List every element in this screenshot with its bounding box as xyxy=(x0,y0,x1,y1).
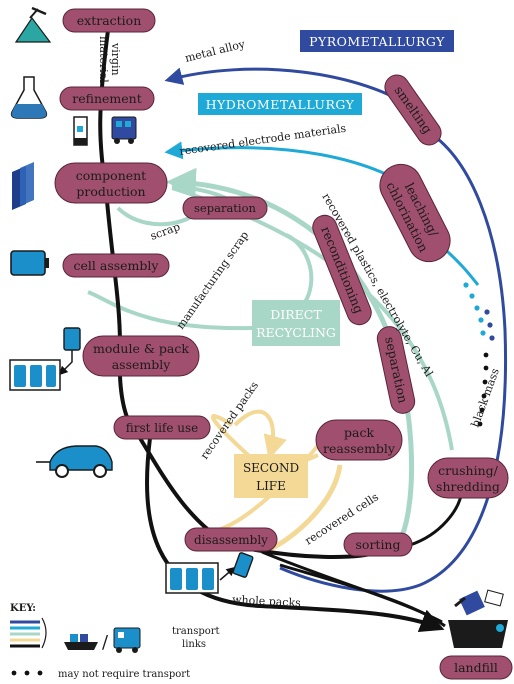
key-transport-label: transport xyxy=(172,626,220,637)
virgin-material-label: material xyxy=(97,36,110,83)
svg-text:DIRECT: DIRECT xyxy=(270,307,322,322)
direct-flow-line xyxy=(171,186,454,451)
svg-text:pack: pack xyxy=(344,425,374,440)
second-life-banner: SECOND LIFE xyxy=(234,454,308,498)
plant-icon xyxy=(73,116,88,146)
disassembly-pill[interactable]: disassembly xyxy=(184,527,278,552)
battery-pack-icon xyxy=(9,327,81,391)
landfill-icon xyxy=(448,589,508,648)
module-pack-assembly-pill[interactable]: module & pack assembly xyxy=(82,335,200,377)
svg-text:crushing/: crushing/ xyxy=(438,463,499,478)
svg-text:first life use: first life use xyxy=(126,421,199,435)
direct-recycling-banner: DIRECT RECYCLING xyxy=(252,300,340,346)
virgin-material-label: virgin xyxy=(109,42,122,76)
battery-pack-icon xyxy=(165,552,254,594)
svg-text:shredding: shredding xyxy=(436,479,500,494)
landfill-link-line xyxy=(279,563,446,628)
crushing-shredding-pill[interactable]: crushing/ shredding xyxy=(427,457,509,499)
svg-text:module & pack: module & pack xyxy=(93,341,189,356)
metal-alloy-label: metal alloy xyxy=(184,37,247,65)
first-life-use-pill[interactable]: first life use xyxy=(113,415,211,440)
svg-text:sorting: sorting xyxy=(356,537,401,552)
key-slash: / xyxy=(102,632,109,653)
separation-pill[interactable]: separation xyxy=(182,196,268,220)
hydrometallurgy-banner: HYDROMETALLURGY xyxy=(198,93,362,115)
sorting-pill[interactable]: sorting xyxy=(343,532,413,557)
svg-text:cell assembly: cell assembly xyxy=(74,258,160,273)
whole-packs-label: whole packs xyxy=(232,593,302,610)
svg-text:PYROMETALLURGY: PYROMETALLURGY xyxy=(309,34,445,49)
svg-text:assembly: assembly xyxy=(112,357,172,372)
key-dots xyxy=(11,670,43,676)
svg-text:SECOND: SECOND xyxy=(243,461,299,475)
truck-icon xyxy=(111,116,137,144)
manufacturing-scrap-line xyxy=(87,233,314,331)
key-line-swatches xyxy=(10,617,47,649)
second-life-flow-line xyxy=(263,464,343,555)
cell-assembly-pill[interactable]: cell assembly xyxy=(62,253,170,278)
svg-text:reassembly: reassembly xyxy=(323,441,396,456)
black-mass-dots xyxy=(477,352,489,427)
svg-text:disassembly: disassembly xyxy=(194,533,268,547)
component-production-pill[interactable]: component production xyxy=(54,162,168,204)
recovered-packs-line xyxy=(233,409,287,460)
pyrometallurgy-banner: PYROMETALLURGY xyxy=(300,30,454,52)
landfill-pill[interactable]: landfill xyxy=(439,655,513,680)
svg-text:LIFE: LIFE xyxy=(256,479,286,493)
truck-icon xyxy=(113,627,141,653)
svg-text:landfill: landfill xyxy=(454,660,498,675)
black-mass-label: black mass xyxy=(469,366,502,429)
svg-text:separation: separation xyxy=(194,201,257,215)
svg-text:HYDROMETALLURGY: HYDROMETALLURGY xyxy=(206,97,355,112)
key-title: KEY: xyxy=(10,603,36,614)
leaching-chlorination-pill[interactable]: leaching/ chlorination xyxy=(373,157,458,269)
svg-text:refinement: refinement xyxy=(72,91,141,106)
recovered-electrode-label: recovered electrode materials xyxy=(179,122,348,158)
pyro-dots xyxy=(484,309,495,341)
svg-text:production: production xyxy=(76,184,145,199)
manufacturing-scrap-label: manufacturing scrap xyxy=(174,229,251,332)
hydro-dots xyxy=(463,282,486,336)
battery-icon xyxy=(10,250,49,276)
electric-car-icon xyxy=(36,445,113,478)
pack-reassembly-pill[interactable]: pack reassembly xyxy=(315,419,403,461)
mine-icon xyxy=(14,6,52,43)
smelting-pill[interactable]: smelting xyxy=(380,70,446,149)
ship-icon xyxy=(64,634,98,650)
cell-panel-icon xyxy=(12,162,34,210)
svg-text:RECYCLING: RECYCLING xyxy=(256,325,336,340)
key-transport-label: links xyxy=(182,639,206,650)
svg-text:extraction: extraction xyxy=(77,13,142,28)
first-life-to-landfill-line xyxy=(145,437,445,633)
svg-text:component: component xyxy=(76,168,146,183)
extraction-pill[interactable]: extraction xyxy=(62,8,156,33)
flask-icon xyxy=(10,76,48,119)
key-no-transport-label: may not require transport xyxy=(58,669,190,680)
refinement-pill[interactable]: refinement xyxy=(59,86,155,111)
